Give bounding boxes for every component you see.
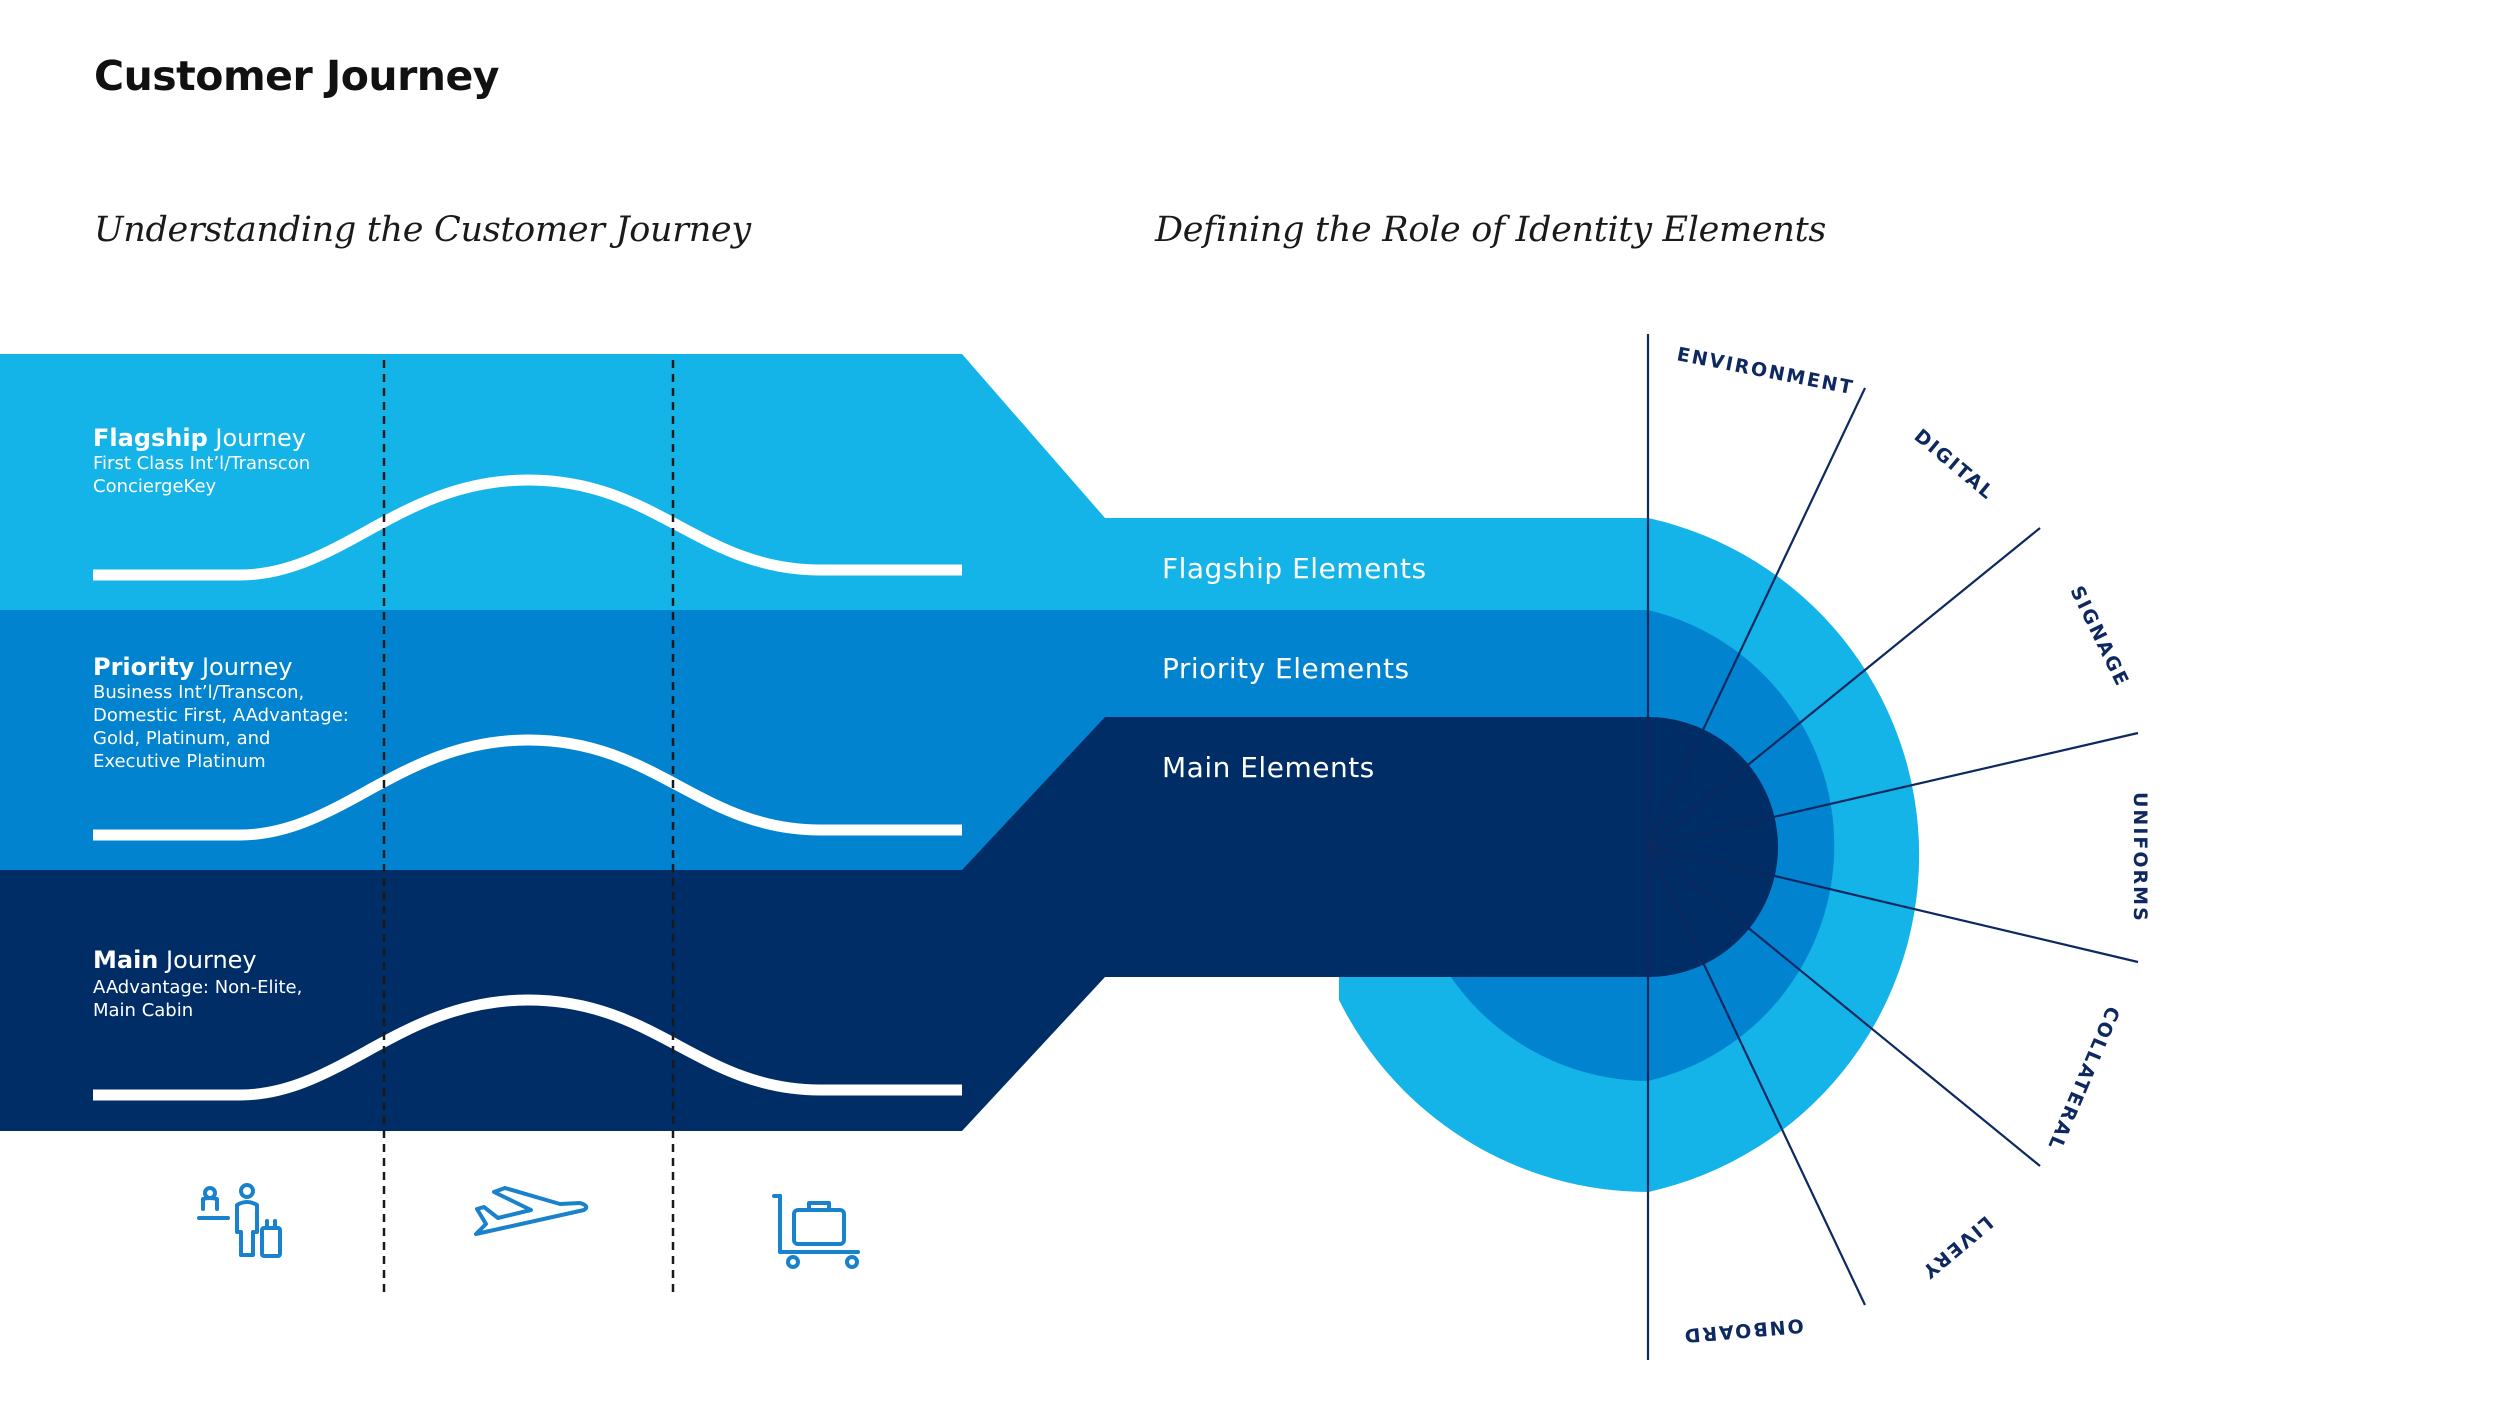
priority-journey-title: Priority Journey [93,653,293,681]
category-signage: SIGNAGE [2066,583,2134,691]
category-onboard: ONBOARD [1682,1314,1805,1346]
category-livery: LIVERY [1917,1211,1997,1283]
ray-collateral [1647,844,2139,964]
flagship-journey-strong: Flagship [93,424,208,452]
priority-elements-label: Priority Elements [1162,652,1410,685]
priority-journey-desc-2: Domestic First, AAdvantage: [93,705,349,726]
category-digital: DIGITAL [1910,425,1999,505]
main-journey-strong: Main [93,946,158,974]
ray-livery [1647,845,2041,1167]
ray-signage [1647,527,2041,847]
ray-uniforms [1647,731,2139,848]
priority-journey-desc-4: Executive Platinum [93,751,266,772]
main-journey-title: Main Journey [93,946,257,974]
category-uniforms: UNIFORMS [2129,792,2151,923]
category-environment: ENVIRONMENT [1675,343,1856,399]
main-journey-desc-1: AAdvantage: Non-Elite, [93,977,302,998]
flagship-band [0,354,1920,1192]
check-in-icon [197,1183,282,1258]
page-title: Customer Journey [94,52,500,100]
flagship-elements-label: Flagship Elements [1162,552,1427,585]
priority-journey-strong: Priority [93,653,195,681]
airplane-icon [474,1186,589,1236]
main-band [0,717,1778,1131]
subtitle-identity-elements: Defining the Role of Identity Elements [1155,210,1827,250]
main-journey-rest: Journey [158,946,256,974]
main-elements-label: Main Elements [1162,751,1375,784]
ray-digital [1647,387,1866,847]
main-journey-desc-2: Main Cabin [93,1000,193,1021]
category-collateral: COLLATERAL [2043,1003,2124,1154]
ray-onboard [1647,845,1866,1306]
flagship-journey-desc-1: First Class Int’l/Transcon [93,453,310,474]
main-journey-curve [93,994,962,1101]
flagship-journey-title: Flagship Journey [93,424,306,452]
priority-journey-desc-1: Business Int’l/Transcon, [93,682,304,703]
priority-journey-desc-3: Gold, Platinum, and [93,728,270,749]
flagship-journey-rest: Journey [208,424,306,452]
subtitle-customer-journey: Understanding the Customer Journey [94,210,751,250]
priority-journey-rest: Journey [194,653,292,681]
flagship-journey-curve [93,474,962,581]
baggage-cart-icon [772,1194,860,1269]
flagship-journey-desc-2: ConciergeKey [93,476,217,497]
priority-journey-curve [93,734,962,841]
